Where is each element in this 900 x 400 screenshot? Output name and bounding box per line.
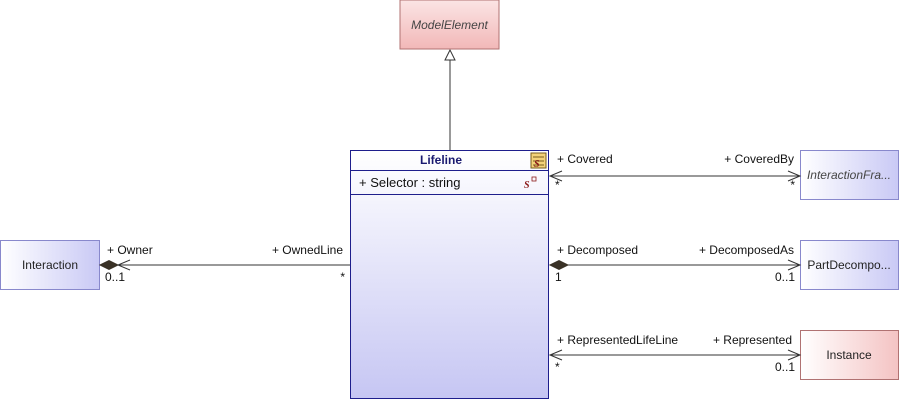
role-decomposed: + Decomposed [557, 243, 638, 257]
class-instance[interactable]: Instance [800, 330, 899, 380]
static-lock-icon: S [524, 176, 537, 191]
association-covered: + Covered * + CoveredBy * [548, 152, 802, 192]
mult-covered: * [555, 178, 560, 192]
class-lifeline[interactable]: Lifeline S + Selector : string S [350, 150, 549, 399]
role-covered-by: + CoveredBy [724, 152, 794, 166]
class-interaction-fragment-name: InteractionFra... [807, 168, 891, 182]
open-arrow-left [116, 259, 131, 271]
class-part-decomposition[interactable]: PartDecompo... [800, 240, 899, 290]
composition-diamond [548, 259, 570, 271]
role-covered: + Covered [557, 152, 613, 166]
generalization-arrowhead [444, 48, 456, 61]
class-interaction-name: Interaction [22, 258, 78, 272]
attribute-selector[interactable]: + Selector : string [359, 175, 461, 190]
association-owned-line: + Owner 0..1 + OwnedLine * [98, 243, 350, 284]
open-arrow-right [787, 259, 802, 271]
composition-diamond [98, 259, 120, 271]
class-part-decomposition-name: PartDecompo... [807, 258, 890, 272]
mult-represented-lifeline: * [555, 360, 560, 374]
class-model-element-name: ModelElement [411, 18, 488, 32]
generalization-edge [444, 48, 456, 150]
class-lifeline-name: Lifeline [420, 153, 462, 167]
role-owned-line: + OwnedLine [272, 243, 343, 257]
mult-decomposed-as: 0..1 [775, 270, 795, 284]
association-represented: + RepresentedLifeLine * + Represented 0.… [548, 333, 802, 374]
open-arrow-left [548, 349, 563, 361]
class-model-element[interactable]: ModelElement [399, 0, 500, 50]
role-represented-lifeline: + RepresentedLifeLine [557, 333, 678, 347]
mult-owned-line: * [340, 270, 345, 284]
mult-covered-by: * [790, 178, 795, 192]
class-interaction[interactable]: Interaction [0, 240, 100, 290]
class-instance-name: Instance [826, 348, 872, 362]
role-owner: + Owner [107, 243, 153, 257]
role-decomposed-as: + DecomposedAs [699, 243, 794, 257]
mult-represented: 0..1 [775, 360, 795, 374]
open-arrow-right [787, 170, 802, 182]
open-arrow-left [548, 170, 563, 182]
mult-decomposed: 1 [555, 270, 562, 284]
stereotype-s-icon: S [530, 152, 547, 170]
mult-owner: 0..1 [105, 270, 125, 284]
svg-text:S: S [534, 159, 540, 170]
role-represented: + Represented [713, 333, 792, 347]
class-interaction-fragment[interactable]: InteractionFra... [800, 150, 899, 200]
svg-text:S: S [524, 180, 530, 191]
open-arrow-right [787, 349, 802, 361]
association-decomposed: + Decomposed 1 + DecomposedAs 0..1 [548, 243, 802, 284]
